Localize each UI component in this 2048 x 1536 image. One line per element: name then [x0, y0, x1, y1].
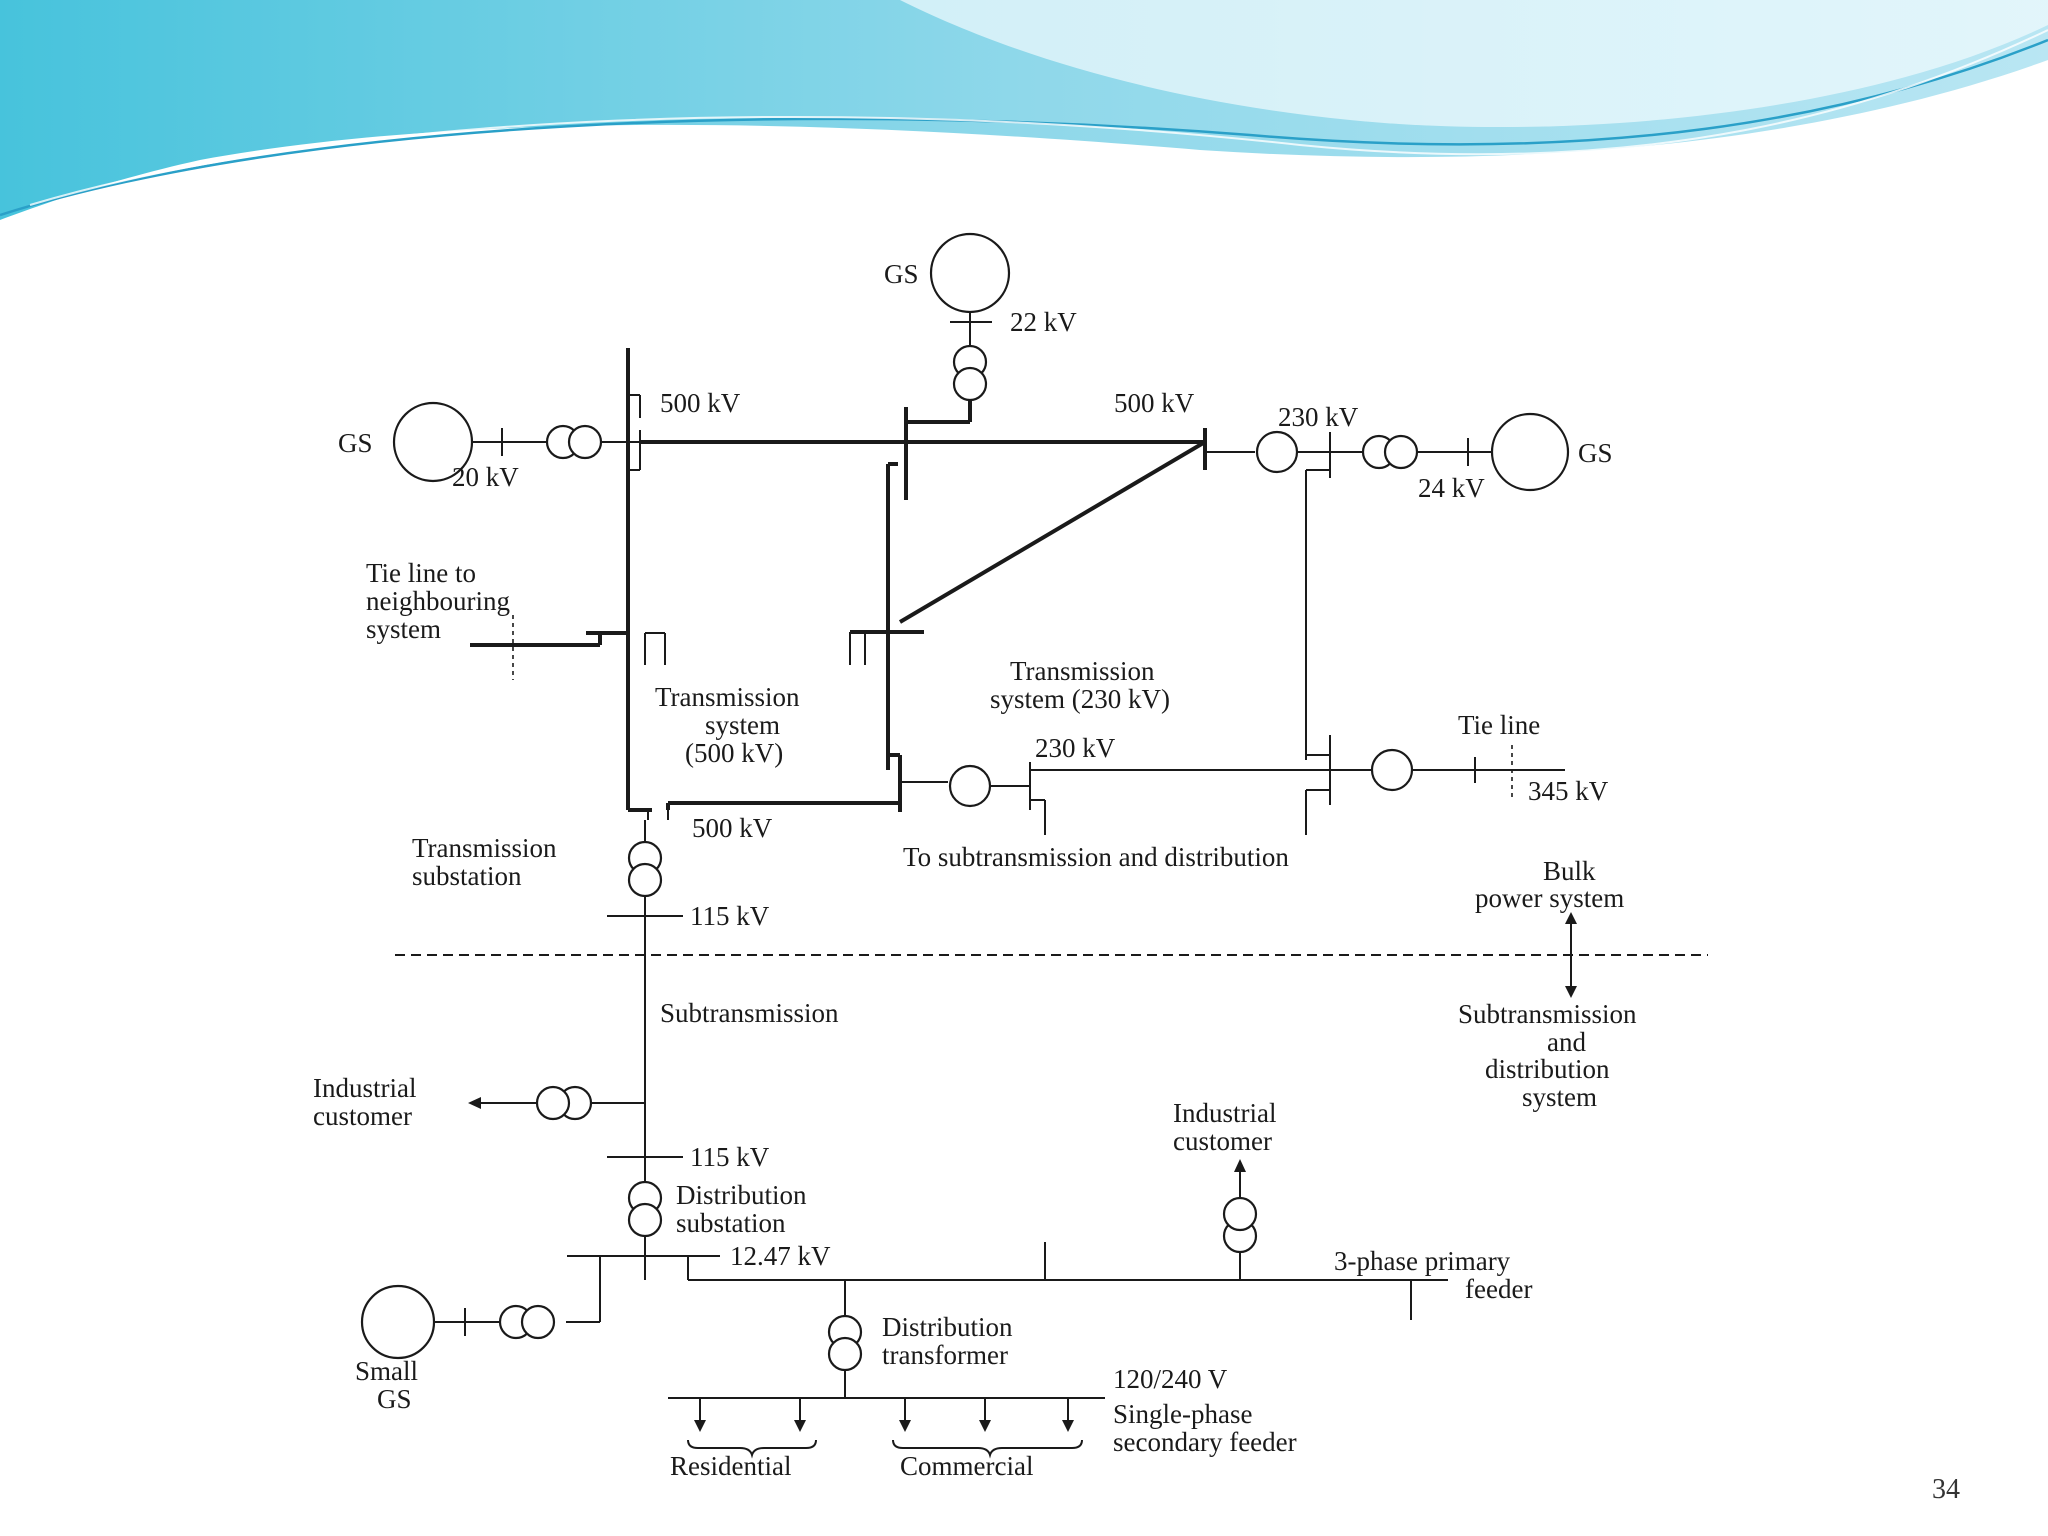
- kv230-top-label: 230 kV: [1278, 402, 1359, 432]
- distribution-substation-transformer-b: [627, 1202, 663, 1238]
- industrial-right-transformer-b: [1222, 1196, 1258, 1232]
- small-generator: [360, 1284, 436, 1360]
- secondary-label-2: secondary feeder: [1113, 1427, 1297, 1457]
- kv22-label: 22 kV: [1010, 307, 1077, 337]
- residential-label: Residential: [670, 1451, 791, 1481]
- generator-top: [929, 232, 1011, 314]
- trans230-label-2: system (230 kV): [990, 684, 1170, 714]
- industrial-left-label-1: Industrial: [313, 1073, 416, 1103]
- trans500-label-2: system: [705, 710, 780, 740]
- transformer-top-b: [952, 366, 988, 402]
- secondary-label-1: Single-phase: [1113, 1399, 1252, 1429]
- small-gs-label-2: GS: [377, 1384, 412, 1414]
- dist-transformer-label-1: Distribution: [882, 1312, 1013, 1342]
- kv500-left-label: 500 kV: [660, 388, 741, 418]
- small-gs-transformer-b: [520, 1304, 556, 1340]
- slide-header-wave: [0, 0, 2048, 220]
- small-gs-label-1: Small: [355, 1356, 418, 1386]
- kv345-label: 345 kV: [1528, 776, 1609, 806]
- industrial-left-transformer-b: [535, 1085, 571, 1121]
- page-number: 34: [1932, 1474, 1960, 1505]
- sub-dist-label-3: distribution: [1485, 1054, 1610, 1084]
- sub-dist-label-4: system: [1522, 1082, 1597, 1112]
- tie-line-neighbour-label-1: Tie line to: [366, 558, 476, 588]
- v120-240-label: 120/240 V: [1113, 1364, 1228, 1394]
- generator-right: [1490, 412, 1570, 492]
- bulk-label-1: Bulk: [1543, 856, 1596, 886]
- tie-line-neighbour-label-2: neighbouring: [366, 586, 510, 616]
- commercial-drops: [899, 1398, 1074, 1432]
- kv500-right-label: 500 kV: [1114, 388, 1195, 418]
- residential-drops: [694, 1398, 806, 1432]
- industrial-right-label-1: Industrial: [1173, 1098, 1276, 1128]
- trans-substation-label-2: substation: [412, 861, 522, 891]
- dist-substation-label-2: substation: [676, 1208, 786, 1238]
- bulk-label-2: power system: [1475, 883, 1624, 913]
- kv20-label: 20 kV: [452, 462, 519, 492]
- autotransformer-230-south: [948, 764, 992, 808]
- transformer-left-b: [567, 424, 603, 460]
- industrial-right-label-2: customer: [1173, 1126, 1272, 1156]
- kv230-mid-label: 230 kV: [1035, 733, 1116, 763]
- tie-line-label: Tie line: [1458, 710, 1540, 740]
- autotransformer-500-230: [1255, 430, 1299, 474]
- gs-left-label: GS: [338, 428, 373, 458]
- subtransmission-label: Subtransmission: [660, 998, 839, 1028]
- kv24-label: 24 kV: [1418, 473, 1485, 503]
- primary-feeder-label-1: 3-phase primary: [1334, 1246, 1511, 1276]
- line-500kv-diagonal: [898, 440, 1207, 624]
- gs-right-label: GS: [1578, 438, 1613, 468]
- trans-substation-label-1: Transmission: [412, 833, 557, 863]
- gs-top-label: GS: [884, 259, 919, 289]
- trans500-label-3: (500 kV): [685, 738, 783, 768]
- to-subtransmission-label: To subtransmission and distribution: [903, 842, 1289, 872]
- kv500-bottom-label: 500 kV: [692, 813, 773, 843]
- industrial-left-label-2: customer: [313, 1101, 412, 1131]
- kv115-top-label: 115 kV: [690, 901, 770, 931]
- sub-dist-label-1: Subtransmission: [1458, 999, 1637, 1029]
- trans500-label-1: Transmission: [655, 682, 800, 712]
- tie-line-neighbour-label-3: system: [366, 614, 441, 644]
- autotransformer-tie: [1370, 748, 1414, 792]
- trans230-label-1: Transmission: [1010, 656, 1155, 686]
- dist-transformer-label-2: transformer: [882, 1340, 1008, 1370]
- commercial-label: Commercial: [900, 1451, 1033, 1481]
- transformer-right-b: [1383, 434, 1419, 470]
- distribution-transformer-b: [827, 1336, 863, 1372]
- kv115-bottom-label: 115 kV: [690, 1142, 770, 1172]
- sub-dist-label-2: and: [1547, 1027, 1586, 1057]
- dist-substation-label-1: Distribution: [676, 1180, 807, 1210]
- transmission-substation-transformer-b: [627, 862, 663, 898]
- kv1247-label: 12.47 kV: [730, 1241, 831, 1271]
- primary-feeder-label-2: feeder: [1465, 1274, 1532, 1304]
